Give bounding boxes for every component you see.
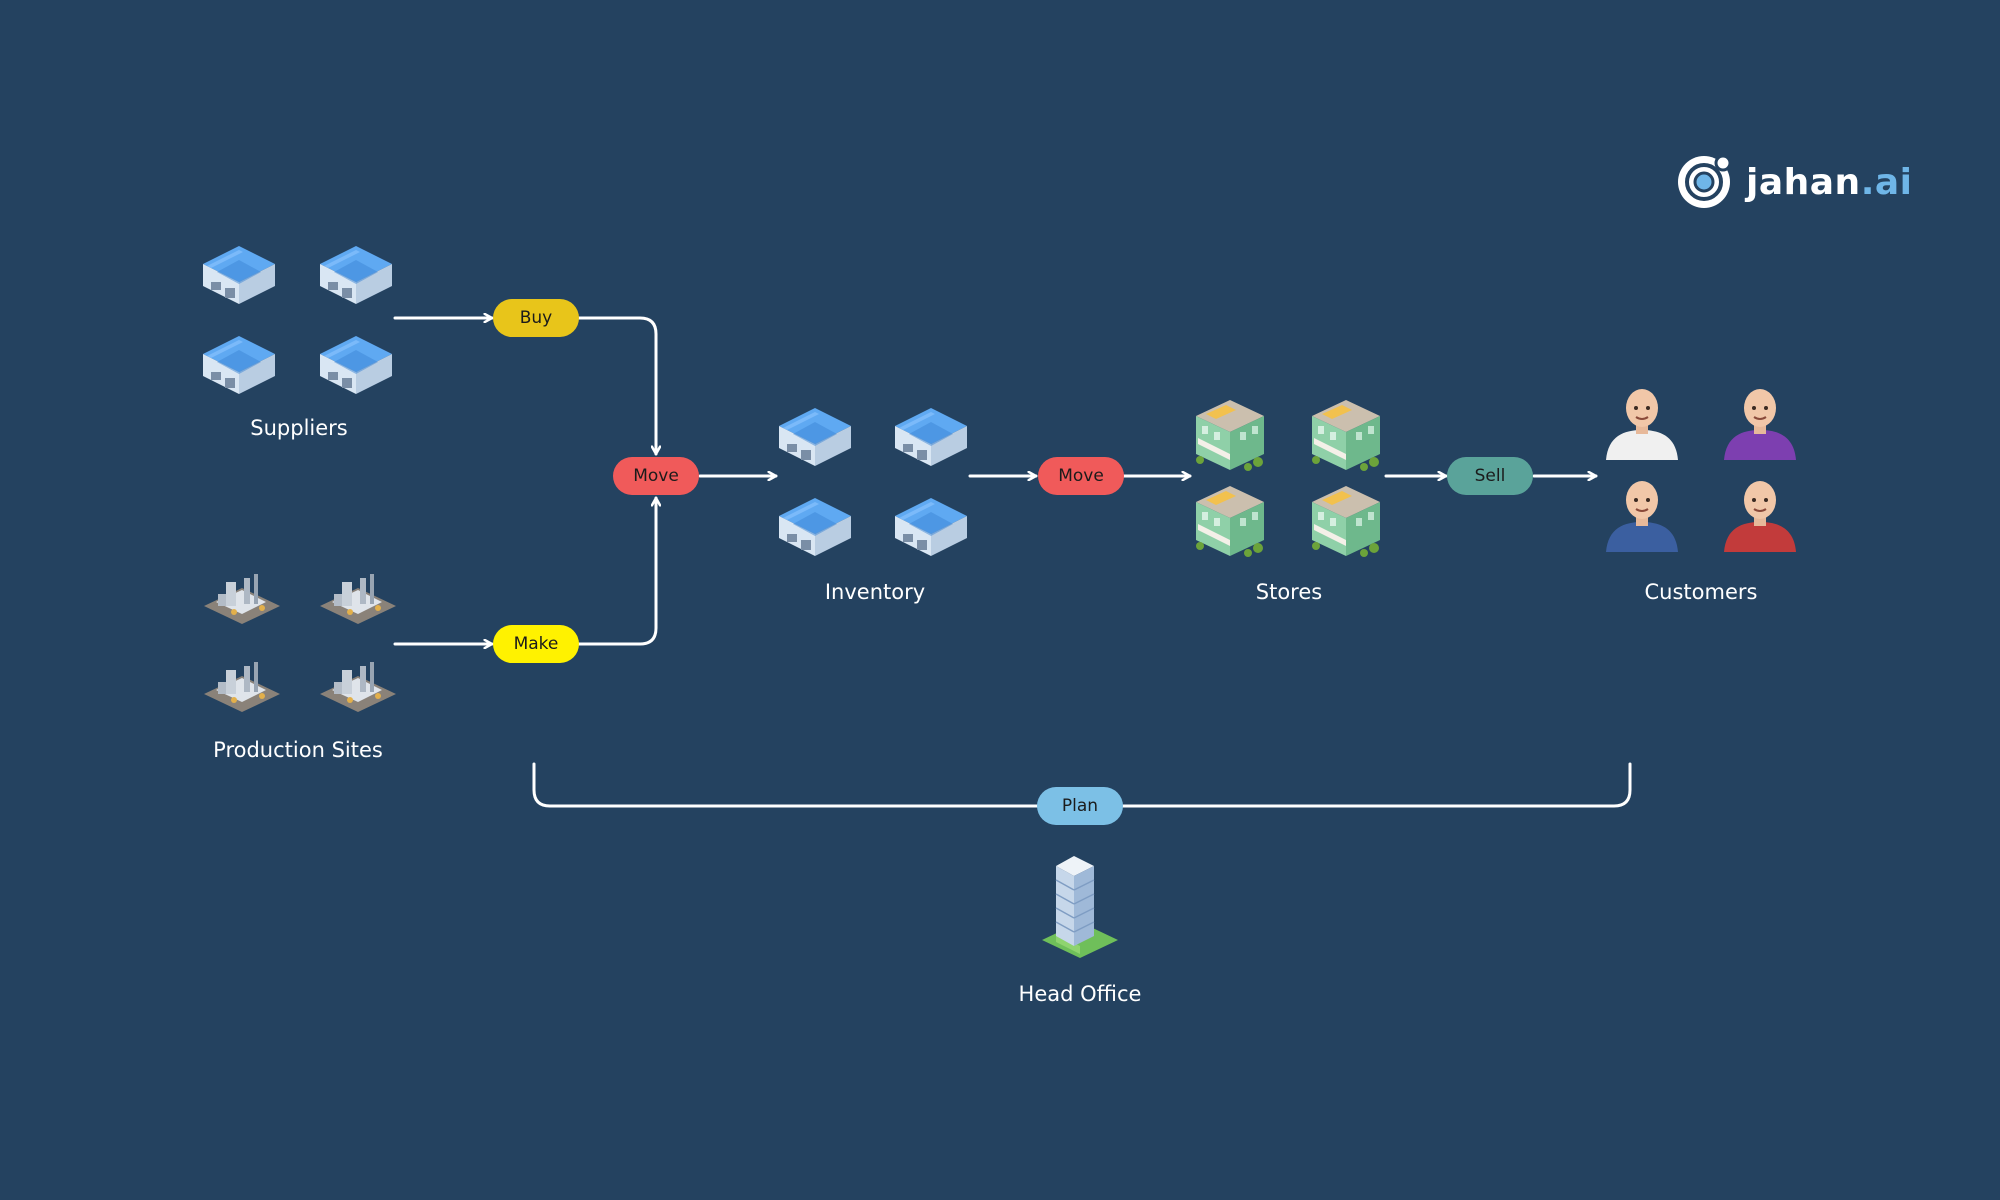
- customers-icons: [1605, 388, 1797, 553]
- warehouse-icon: [895, 498, 967, 556]
- suppliers-label: Suppliers: [250, 416, 348, 440]
- factory-icon: [204, 662, 280, 712]
- logo-mark-icon: [1678, 154, 1732, 208]
- suppliers-icons: [203, 246, 392, 394]
- warehouse-icon: [203, 246, 275, 304]
- factory-icon: [320, 574, 396, 624]
- stores-label: Stores: [1255, 580, 1323, 604]
- sell-pill: Sell: [1447, 457, 1533, 495]
- factory-icon: [204, 574, 280, 624]
- factory-icon: [320, 662, 396, 712]
- move-pill: Move: [1038, 457, 1124, 495]
- store-icon: [1196, 486, 1264, 557]
- customers-label: Customers: [1644, 580, 1758, 604]
- production-sites-icons: [204, 574, 396, 712]
- store-icon: [1196, 400, 1264, 471]
- inventory-icons: [779, 408, 967, 556]
- warehouse-icon: [320, 246, 392, 304]
- warehouse-icon: [320, 336, 392, 394]
- stores-icons: [1196, 400, 1380, 557]
- store-icon: [1312, 486, 1380, 557]
- head-office-label: Head Office: [1018, 982, 1142, 1006]
- person-icon: [1605, 480, 1679, 553]
- logo-text: jahan.ai: [1746, 161, 1913, 203]
- warehouse-icon: [779, 498, 851, 556]
- store-icon: [1312, 400, 1380, 471]
- production-sites-label: Production Sites: [213, 738, 383, 762]
- connector-make-move: [576, 496, 656, 646]
- warehouse-icon: [779, 408, 851, 466]
- person-icon: [1723, 480, 1797, 553]
- move-pill: Move: [613, 457, 699, 495]
- make-pill: Make: [493, 625, 579, 663]
- office-tower-icon: [1041, 855, 1119, 959]
- logo: jahan.ai: [1676, 152, 1913, 212]
- person-icon: [1605, 388, 1679, 461]
- warehouse-icon: [203, 336, 275, 394]
- plan-pill: Plan: [1037, 787, 1123, 825]
- buy-pill: Buy: [493, 299, 579, 337]
- person-icon: [1723, 388, 1797, 461]
- warehouse-icon: [895, 408, 967, 466]
- inventory-label: Inventory: [824, 580, 926, 604]
- connector-buy-move: [576, 316, 656, 456]
